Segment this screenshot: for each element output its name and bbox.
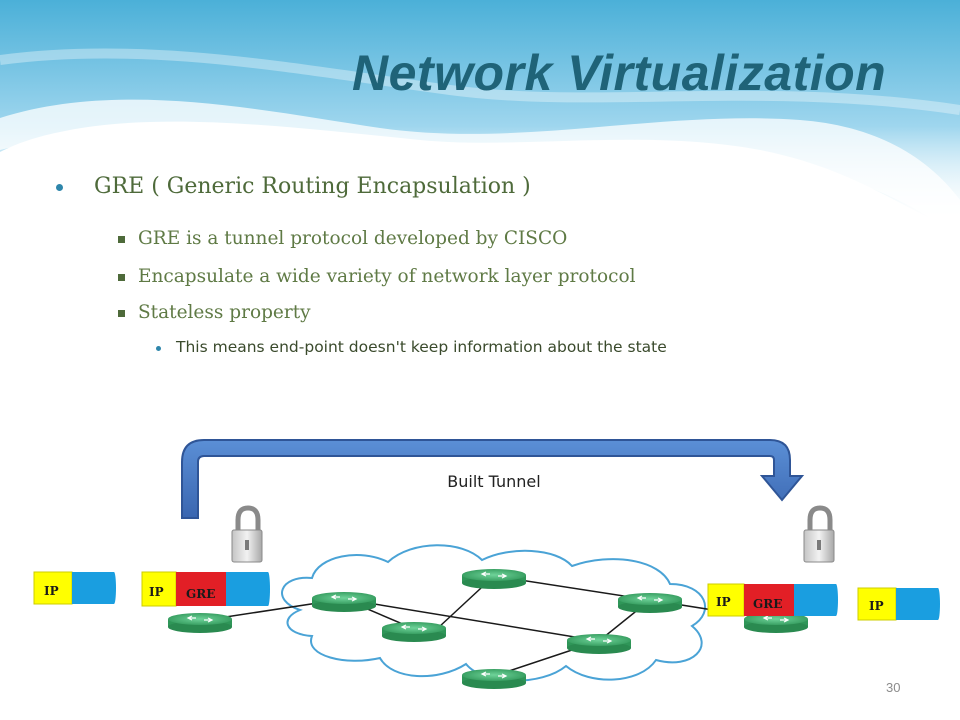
lock-icon	[803, 505, 835, 563]
router-icon	[462, 669, 526, 689]
sub-bullet-text: GRE is a tunnel protocol developed by CI…	[138, 228, 568, 249]
packet-ip-label: IP	[716, 595, 731, 609]
router-icon	[567, 634, 631, 654]
packet-ip-label: IP	[869, 599, 884, 613]
slide-title: Network Virtualization	[352, 45, 887, 101]
bullet-square	[118, 236, 125, 243]
packet-ip-gre: IP GRE	[141, 571, 270, 607]
lock-icon	[231, 505, 263, 563]
bullet-square	[118, 274, 125, 281]
tunnel-label: Built Tunnel	[447, 472, 540, 491]
packet-ip-label: IP	[44, 584, 59, 598]
sub-bullet-text: Encapsulate a wide variety of network la…	[138, 266, 636, 287]
bullet-square	[118, 310, 125, 317]
sub-bullet-text: Stateless property	[138, 302, 311, 323]
router-icon	[618, 593, 682, 613]
sub-sub-bullet-text: This means end-point doesn't keep inform…	[176, 338, 667, 356]
page-number: 30	[886, 680, 901, 695]
bullet-dot	[156, 346, 161, 351]
packet-gre-label: GRE	[186, 587, 215, 601]
tunnel-arrow	[181, 439, 805, 519]
network-cloud	[281, 544, 706, 682]
router-icon	[382, 622, 446, 642]
router-icon	[168, 613, 232, 633]
packet-ip: IP	[33, 571, 116, 605]
router-icon	[462, 569, 526, 589]
bullet-dot	[56, 184, 63, 191]
router-icon	[312, 592, 376, 612]
bullet-gre-text: GRE ( Generic Routing Encapsulation )	[94, 174, 531, 199]
packet-ip-label: IP	[149, 585, 164, 599]
packet-ip-gre: IP GRE	[707, 583, 838, 617]
packet-ip: IP	[857, 587, 940, 621]
packet-gre-label: GRE	[753, 597, 782, 611]
